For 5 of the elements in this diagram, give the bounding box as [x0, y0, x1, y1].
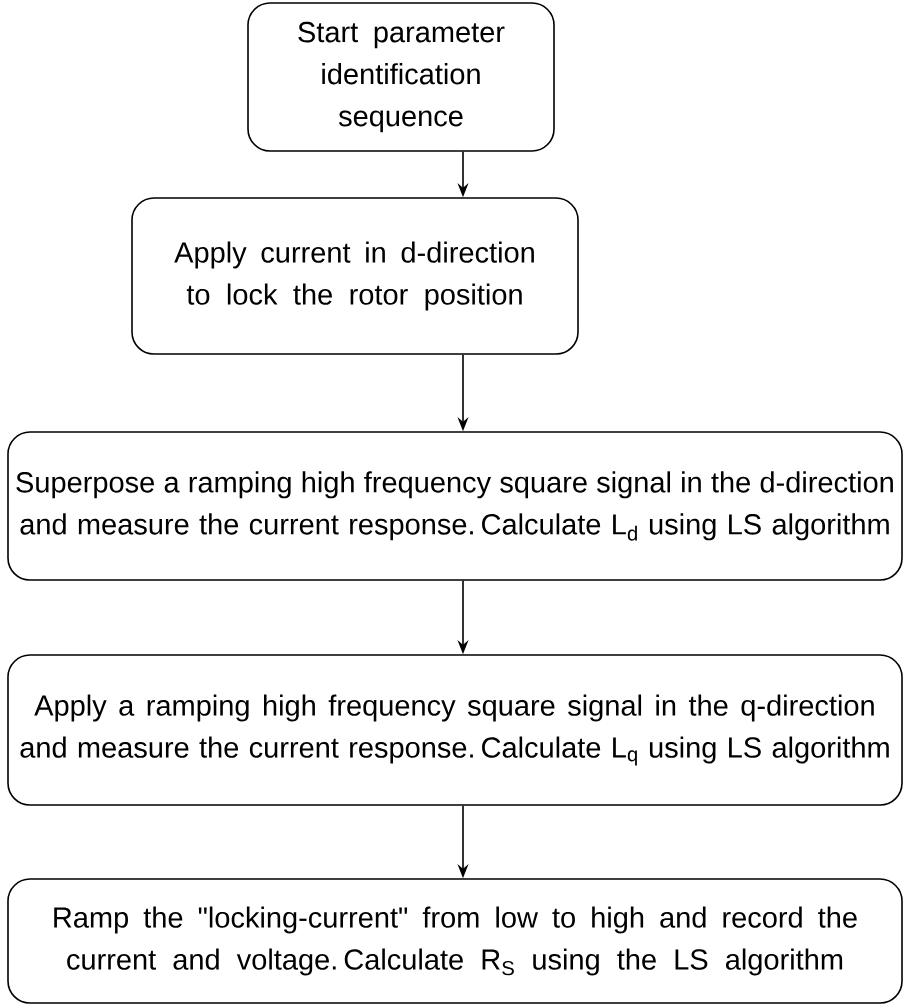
process-box: Start parameter identification sequence — [247, 2, 555, 152]
process-box: Superpose a ramping high frequency square signal in the d-direction and measure the current response. Calculate L$_{d}$ using LS algorithm — [7, 431, 903, 581]
process-box: Apply current in d-direction to lock the rotor position — [131, 197, 579, 355]
process-box: Ramp the "locking-current" from low to high and record the current and voltage. Calculate R$_{S}$ using the LS algorithm — [7, 878, 903, 1004]
process-box: Apply a ramping high frequency square signal in the q-direction and measure the current response. Calculate L$_{q}$ using LS algorithm — [7, 654, 903, 806]
